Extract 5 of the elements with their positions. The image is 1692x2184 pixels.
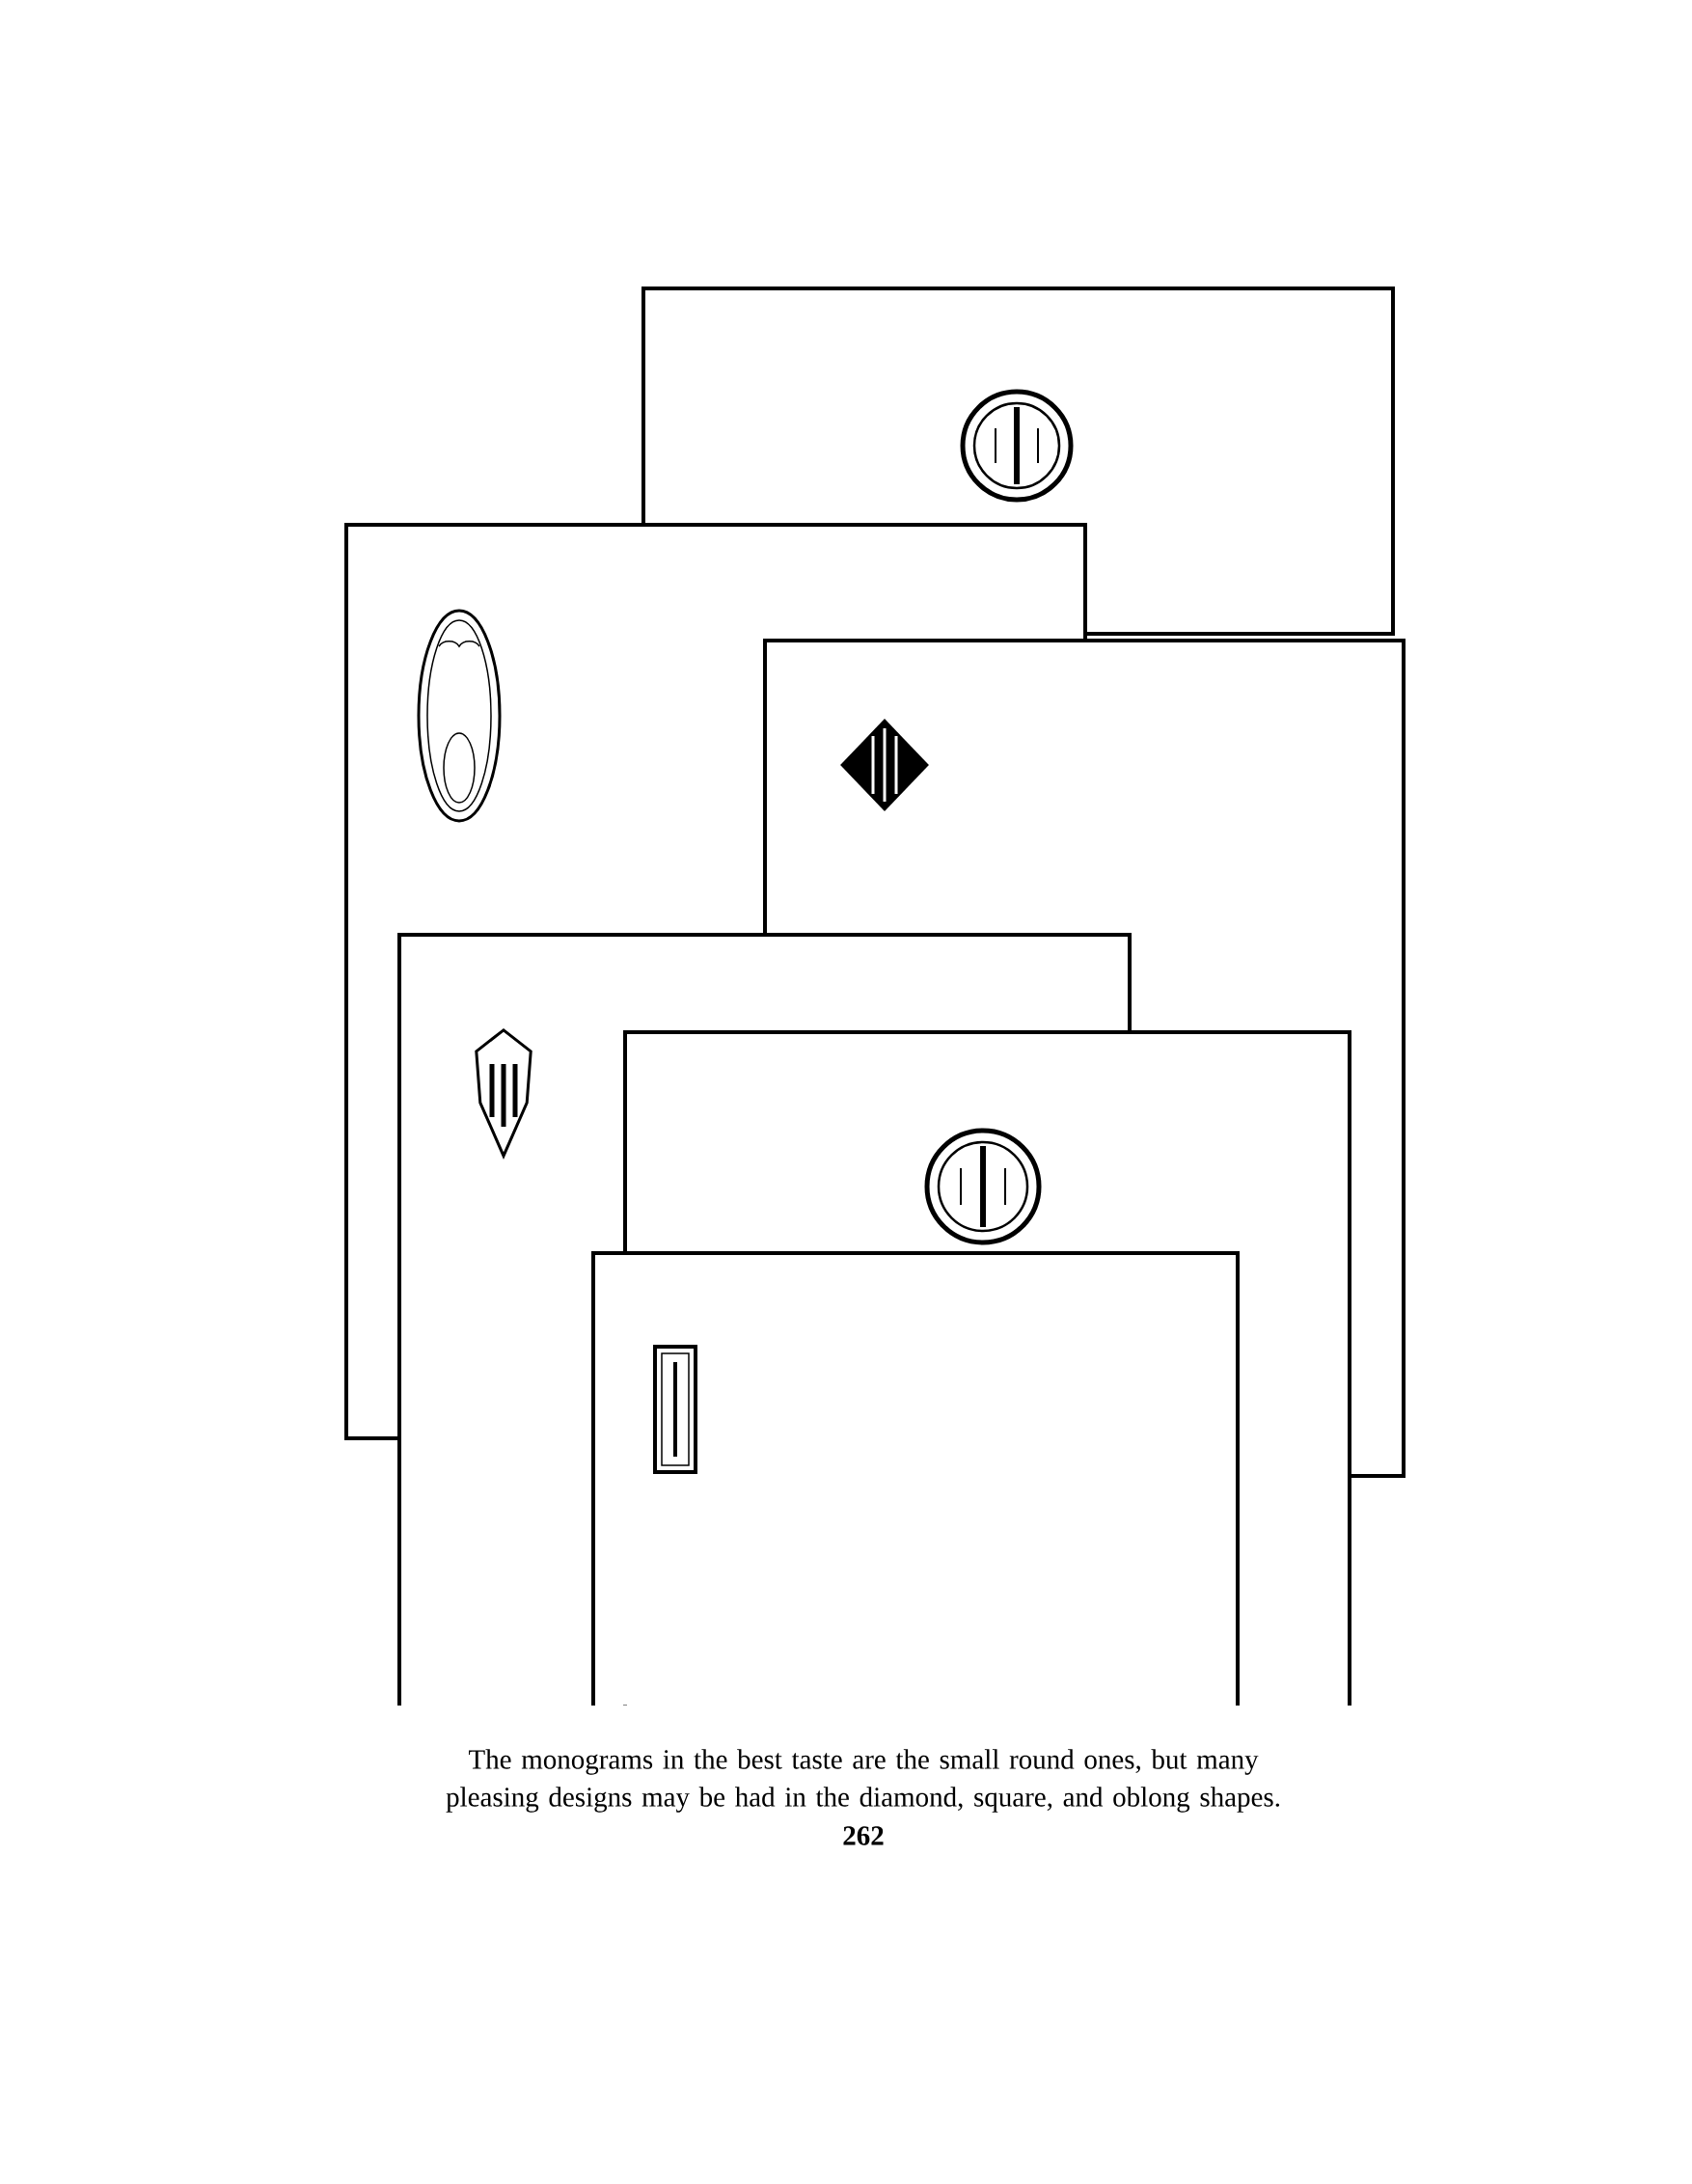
caption: The monograms in the best taste are the small round ones, but many pleasing designs may be had in the diamond, square, and oblong shapes. <box>446 1749 1280 1813</box>
page-number: 262 <box>843 1826 884 1845</box>
monogram-drawing <box>924 1128 1042 1245</box>
monogram-drawing <box>840 719 929 811</box>
monogram-drawing <box>960 389 1074 503</box>
